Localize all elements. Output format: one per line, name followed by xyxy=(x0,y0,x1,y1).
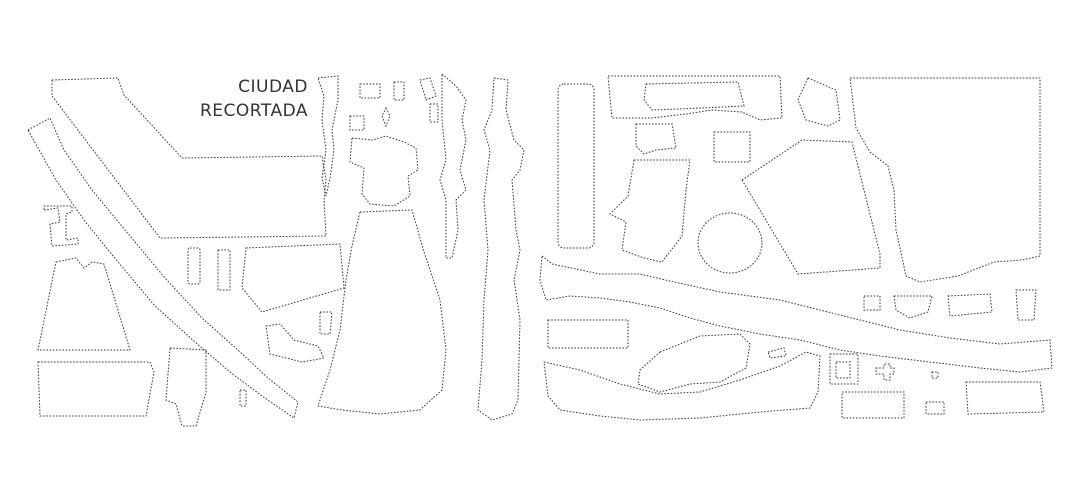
fragment-notched-shape xyxy=(797,77,841,127)
fragment-l-shape xyxy=(265,323,325,363)
fragment-oval-block xyxy=(607,75,783,121)
fragment-quad-large xyxy=(609,159,691,263)
fragment-rect-bottom-mid xyxy=(841,391,905,419)
fragment-cross-small xyxy=(875,363,895,381)
fragment-small-b xyxy=(893,295,933,319)
fragment-thin-strip-1 xyxy=(317,75,339,197)
fragment-small-sq-bottom xyxy=(925,401,945,415)
fragment-bottom-shard xyxy=(165,347,207,427)
fragment-small-grid xyxy=(713,131,751,163)
fragment-sq-outer xyxy=(829,353,859,385)
fragment-small-rect-1 xyxy=(359,83,381,99)
fragment-small-rect-2 xyxy=(393,81,405,101)
fragment-thin-strip-2 xyxy=(439,72,467,259)
fragment-bottom-large xyxy=(543,351,821,421)
fragment-tiny-left xyxy=(239,389,247,407)
fragment-lower-left xyxy=(37,361,155,417)
fragment-bar-b xyxy=(217,249,231,291)
fragment-small-c xyxy=(947,293,993,317)
title-line-2: RECORTADA xyxy=(200,101,308,121)
fragment-diamond xyxy=(381,106,391,128)
fragment-small-quad xyxy=(319,311,333,335)
fragment-small-block xyxy=(43,205,79,247)
fragment-lozenge-shape xyxy=(635,123,677,155)
fragment-blob-large xyxy=(317,209,447,415)
fragment-sq-inner xyxy=(835,361,851,379)
fragment-cross-building xyxy=(349,135,419,207)
fragment-small-rect-4 xyxy=(429,103,439,123)
fragment-big-right xyxy=(849,77,1041,283)
fragment-dot xyxy=(931,371,939,379)
fragment-tiny-oval xyxy=(767,347,787,359)
title-line-1: CIUDAD xyxy=(238,77,308,97)
fragment-lake-shape xyxy=(637,333,751,393)
fragment-thin-strip-3 xyxy=(477,77,525,421)
fragment-oval-inner xyxy=(643,81,745,111)
fragment-small-rect-3 xyxy=(419,77,437,101)
fragment-rect-low xyxy=(547,319,629,349)
fragment-small-rect-5 xyxy=(349,115,365,131)
fragment-small-d xyxy=(1015,289,1037,321)
fragment-trapezoid xyxy=(37,257,131,351)
fragment-circle xyxy=(697,212,763,274)
fragment-diagonal-street xyxy=(27,117,299,419)
fragment-small-a xyxy=(863,295,881,311)
fragment-long-strip-right xyxy=(539,255,1053,373)
fragment-bar-a xyxy=(187,247,201,285)
fragment-rounded-long xyxy=(557,83,595,249)
fragment-bottom-right xyxy=(965,381,1045,415)
fragment-large-wedge xyxy=(51,77,327,239)
fragment-diamond-large xyxy=(741,139,881,275)
fragment-quad-mid xyxy=(241,243,345,313)
